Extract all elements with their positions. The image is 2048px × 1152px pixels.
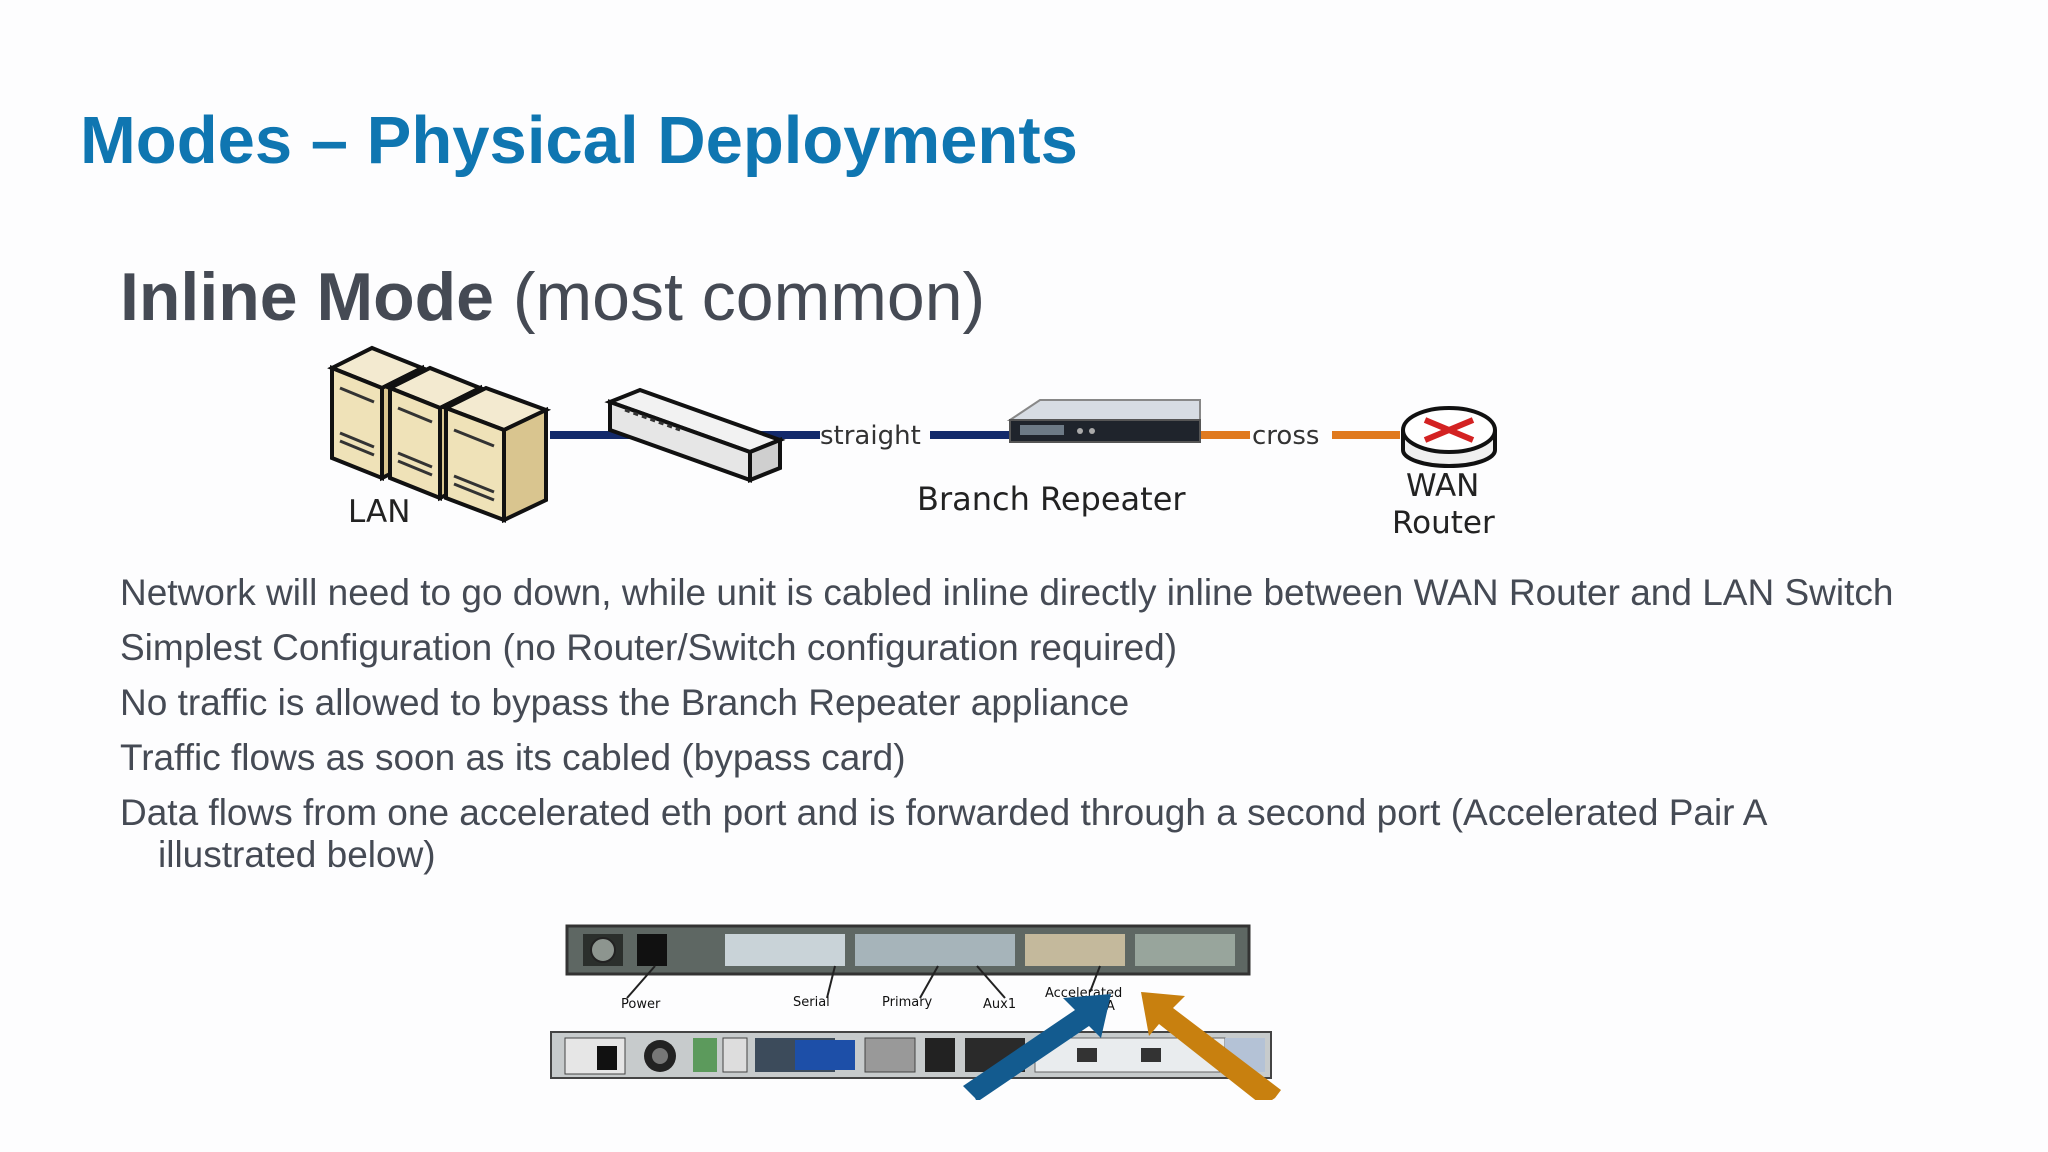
appliance-rear-panel-photo: Power Serial Primary Aux1 Accelerated A [550,924,1281,1100]
incoming-traffic-arrow [963,994,1111,1100]
subtitle-rest: (most common) [494,259,986,335]
wan-label: WAN [1406,468,1479,504]
aux-label: Aux1 [983,997,1016,1012]
bullet-item: Data flows from one accelerated eth port… [120,792,1766,875]
subtitle-bold: Inline Mode [120,259,494,335]
lan-label: LAN [348,494,410,530]
bullet-item: Network will need to go down, while unit… [120,572,1894,613]
bullet-list: Network will need to go down, while unit… [120,572,1900,889]
accelerated-pair-label: A [1106,999,1115,1014]
branch-repeater-icon [1006,399,1201,443]
cross-label: cross [1252,421,1319,451]
slide-title: Modes – Physical Deployments [80,103,1078,178]
rear-panel-top [565,924,1251,976]
rear-panel-bottom [550,1031,1272,1079]
power-label: Power [621,997,661,1012]
serial-label: Serial [793,995,830,1010]
slide-subtitle: Inline Mode (most common) [120,258,985,336]
bullet-item: Traffic flows as soon as its cabled (byp… [120,737,906,778]
straight-label: straight [820,421,921,451]
router-label: Router [1392,505,1495,541]
inline-mode-diagram: LAN straight Branch Repeater cross WAN R… [327,345,1497,541]
callout-lines [626,965,1101,999]
branch-repeater-label: Branch Repeater [917,480,1186,518]
lan-servers-icon [327,345,552,524]
lan-switch-icon [604,387,786,483]
outgoing-traffic-arrow [1141,992,1281,1100]
bullet-item: No traffic is allowed to bypass the Bran… [120,682,1130,723]
primary-label: Primary [882,995,933,1010]
wan-router-icon [1401,406,1497,468]
bullet-item: Simplest Configuration (no Router/Switch… [120,627,1178,668]
